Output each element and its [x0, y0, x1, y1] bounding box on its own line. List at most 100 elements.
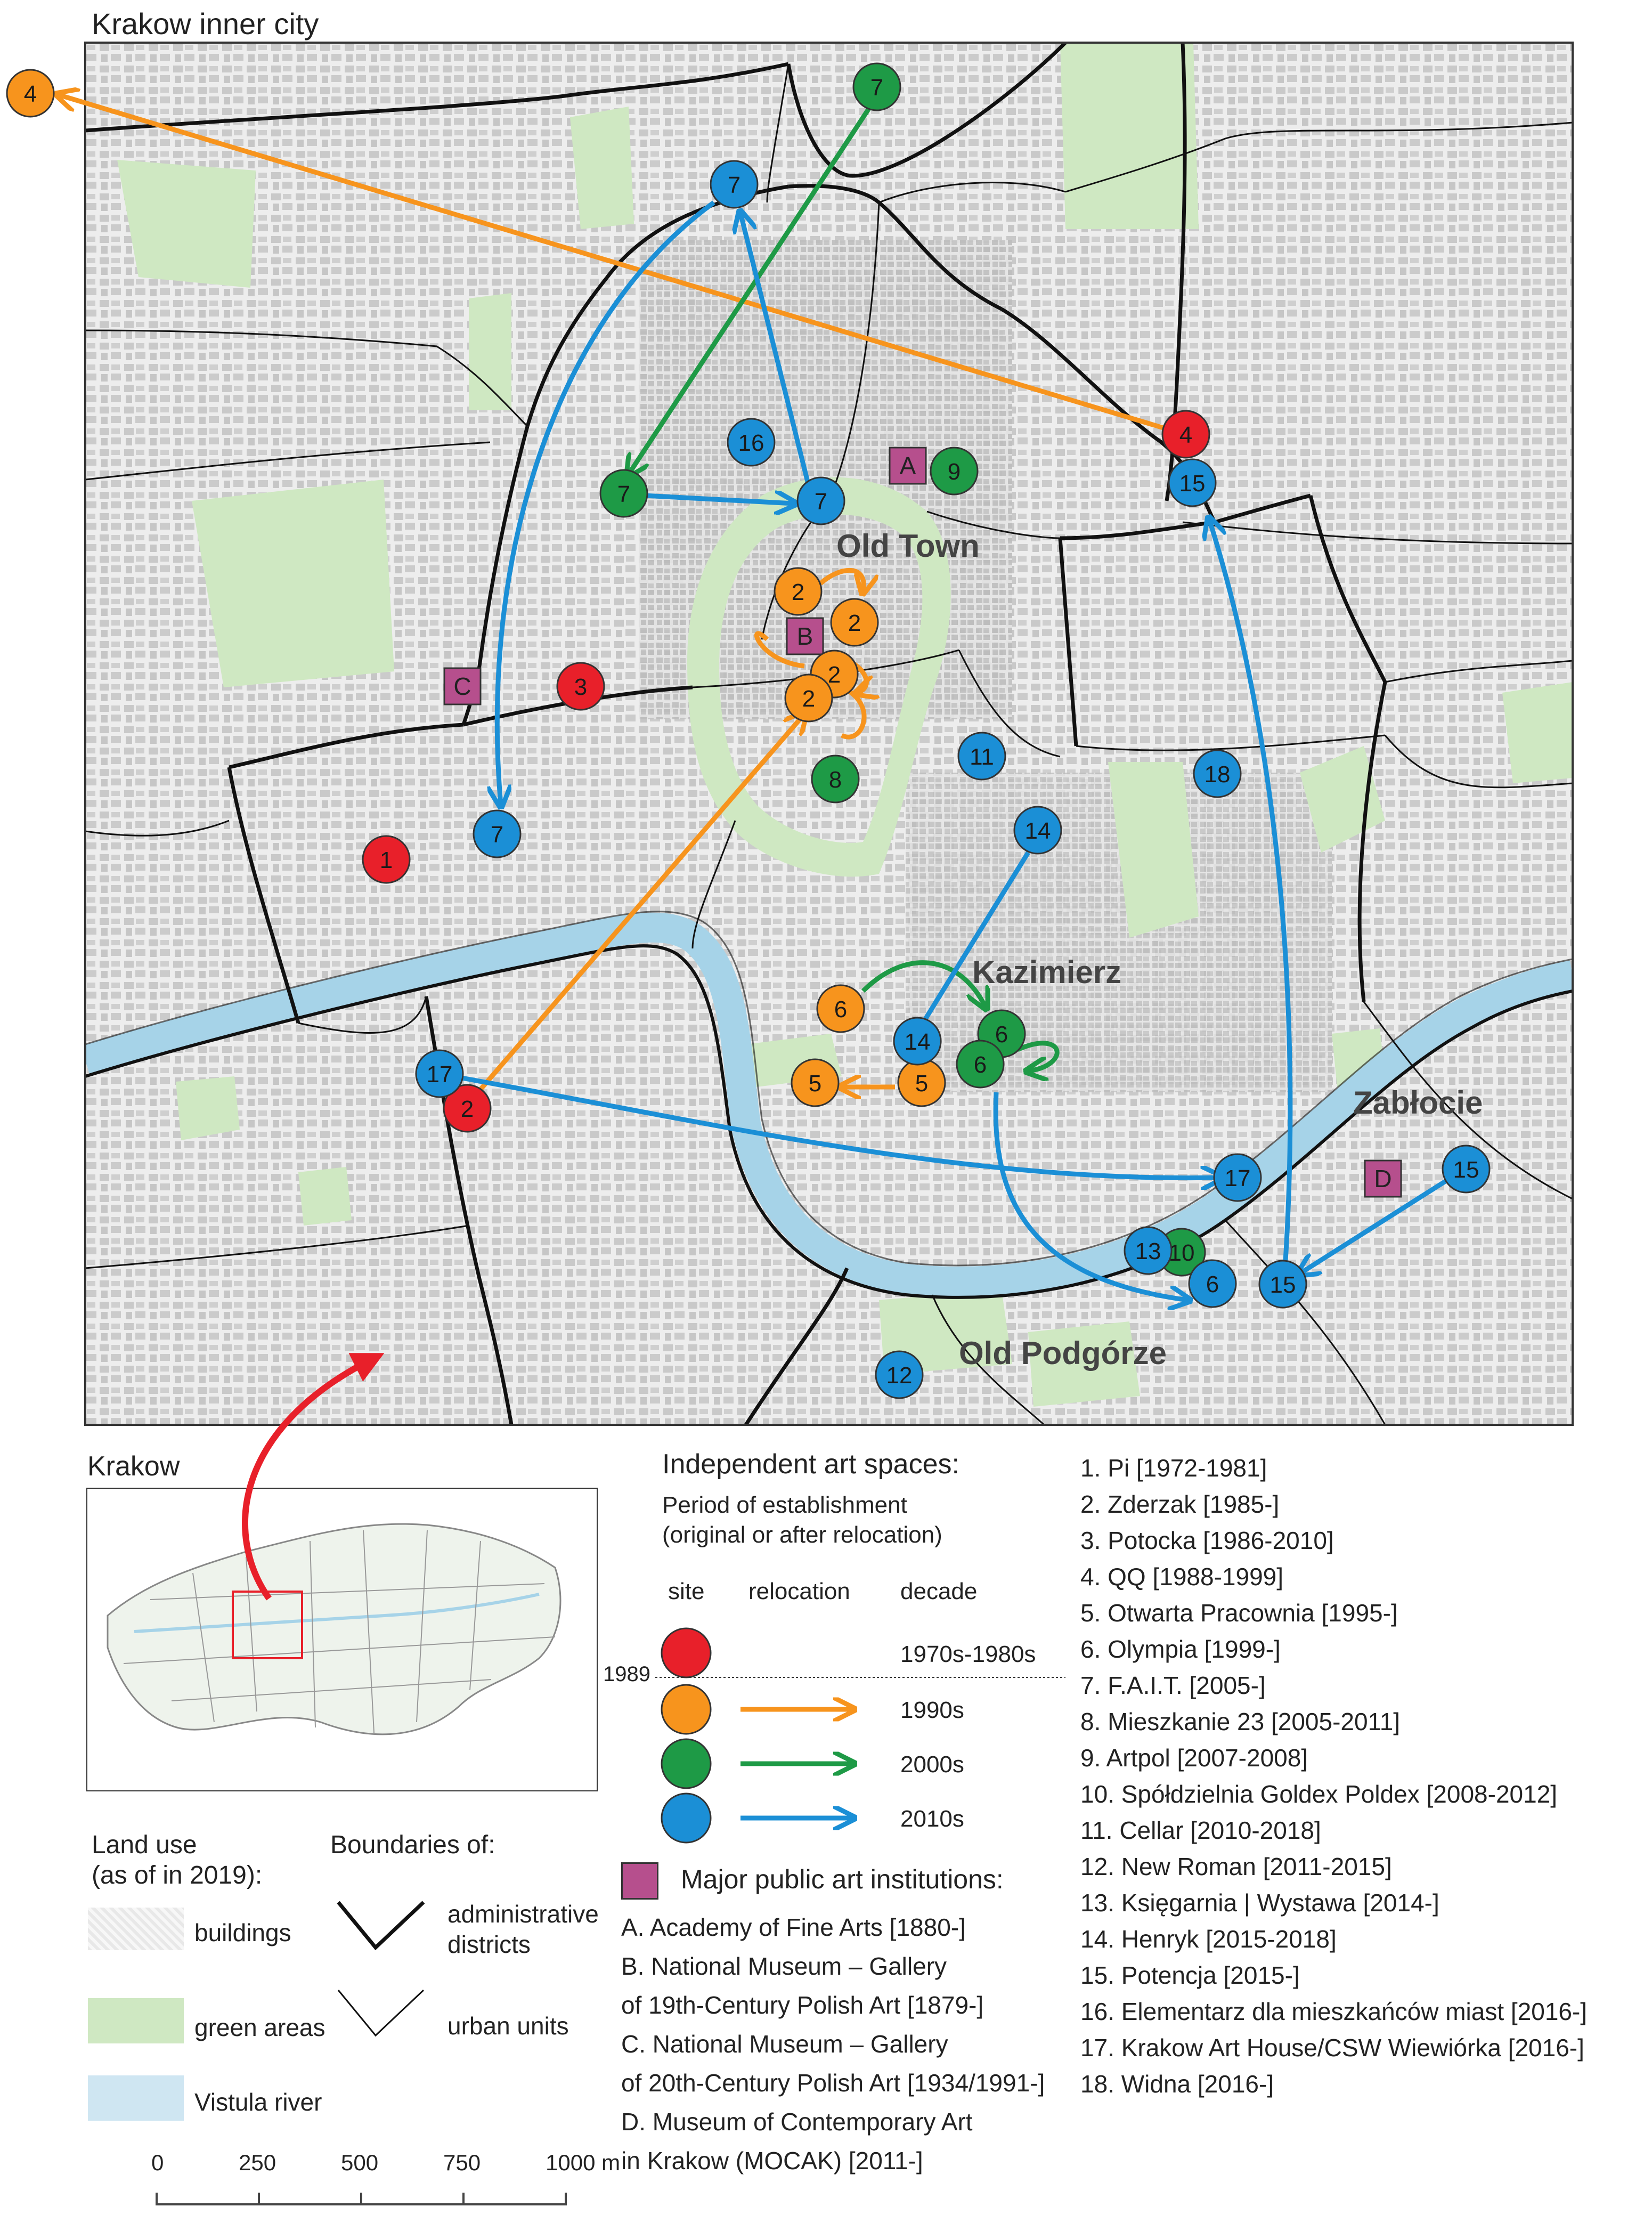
legend-decade-3: 2000s	[900, 1751, 964, 1778]
site-marker-label: 16	[738, 430, 764, 456]
scale-label: 250	[239, 2150, 276, 2175]
site-marker-9: 9	[930, 447, 979, 496]
site-marker-circle	[710, 160, 759, 209]
site-marker-circle	[811, 755, 860, 804]
site-marker-7: 7	[852, 62, 901, 111]
site-marker-2: 2	[774, 567, 823, 616]
space-list-item: 5. Otwarta Pracownia [1995-]	[1080, 1599, 1398, 1627]
admin-boundary-symbol	[337, 1901, 425, 1951]
institution-legend-symbol	[621, 1862, 658, 1900]
site-marker-label: 14	[905, 1029, 931, 1055]
site-marker-2: 2	[443, 1084, 492, 1133]
inset-arrow	[242, 1353, 385, 1601]
site-marker-label: 2	[828, 662, 841, 688]
site-marker-label: 5	[915, 1070, 928, 1097]
urban-unit-symbol	[337, 1989, 425, 2037]
site-marker-circle	[796, 476, 845, 525]
scale-label: 750	[443, 2150, 481, 2175]
site-marker-15: 15	[1442, 1145, 1491, 1194]
institutions-title: Major public art institutions:	[681, 1864, 1004, 1894]
site-marker-label: 6	[834, 996, 847, 1023]
institution-entry: of 19th-Century Polish Art [1879-]	[621, 1991, 984, 2019]
legend-site-1970s-1980s	[661, 1627, 712, 1678]
site-marker-3: 3	[556, 662, 605, 711]
land-use-title-2: (as of in 2019):	[92, 1861, 263, 1889]
site-marker-label: 6	[974, 1052, 987, 1078]
space-list-item: 12. New Roman [2011-2015]	[1080, 1853, 1392, 1880]
site-marker-label: 5	[809, 1070, 821, 1097]
space-list-item: 17. Krakow Art House/CSW Wiewiórka [2016…	[1080, 2034, 1584, 2062]
site-marker-label: 7	[617, 481, 630, 507]
legend-col-site: site	[668, 1578, 705, 1604]
site-marker-label: 12	[886, 1362, 913, 1389]
space-list-item: 9. Artpol [2007-2008]	[1080, 1744, 1308, 1772]
space-list-item: 14. Henryk [2015-2018]	[1080, 1925, 1337, 1953]
site-marker-6: 6	[816, 984, 865, 1033]
legend-col-relocation: relocation	[748, 1578, 850, 1604]
site-marker-2: 2	[830, 598, 879, 647]
map-title: Krakow inner city	[92, 7, 319, 40]
site-marker-4: 4	[1161, 410, 1210, 459]
site-marker-circle	[1124, 1226, 1173, 1275]
legend-decade-1: 1970s-1980s	[900, 1641, 1036, 1667]
scale-tick	[360, 2193, 362, 2205]
space-list-item: 13. Księgarnia | Wystawa [2014-]	[1080, 1889, 1439, 1917]
scale-tick	[565, 2193, 567, 2205]
site-marker-label: 15	[1179, 470, 1206, 497]
site-marker-circle	[930, 447, 979, 496]
institution-marker-a	[889, 447, 927, 485]
site-marker-label: 7	[728, 172, 740, 198]
space-list-item: 3. Potocka [1986-2010]	[1080, 1527, 1334, 1554]
site-marker-13: 13	[1124, 1226, 1173, 1275]
site-marker-7: 7	[473, 809, 522, 858]
scale-label: 1000 m	[546, 2150, 621, 2175]
institution-entry: of 20th-Century Polish Art [1934/1991-]	[621, 2069, 1045, 2097]
scale-label: 0	[151, 2150, 164, 2175]
institution-entry: B. National Museum – Gallery	[621, 1952, 947, 1980]
institution-marker-b	[786, 617, 824, 655]
site-marker-label: 7	[491, 822, 503, 848]
site-marker-circle	[362, 835, 411, 884]
site-marker-label: 2	[848, 610, 861, 636]
vistula-river	[85, 912, 1573, 1296]
site-marker-label: 4	[24, 81, 37, 107]
green-areas-swatch	[88, 1998, 184, 2043]
site-marker-6: 6	[956, 1040, 1005, 1089]
site-marker-16: 16	[727, 418, 776, 467]
site-marker-label: 11	[970, 744, 994, 770]
inset-map	[86, 1488, 598, 1791]
legend-site-1990s	[661, 1684, 712, 1735]
scale-tick	[462, 2193, 465, 2205]
land-use-buildings: buildings	[194, 1919, 291, 1946]
site-marker-circle	[875, 1350, 924, 1399]
legend-decade-2: 1990s	[900, 1697, 964, 1723]
legend-subtitle-1: Period of establishment	[662, 1492, 907, 1518]
site-marker-8: 8	[811, 755, 860, 804]
site-marker-circle	[415, 1049, 464, 1098]
space-list-item: 7. F.A.I.T. [2005-]	[1080, 1672, 1266, 1699]
site-marker-12: 12	[875, 1350, 924, 1399]
site-marker-circle	[1193, 749, 1242, 798]
institution-entry: C. National Museum – Gallery	[621, 2030, 948, 2058]
site-marker-11: 11	[957, 732, 1006, 781]
site-marker-circle	[599, 469, 648, 518]
buildings-swatch	[88, 1908, 184, 1950]
site-marker-17: 17	[415, 1049, 464, 1098]
site-marker-7: 7	[599, 469, 648, 518]
site-marker-label: 17	[1225, 1165, 1251, 1191]
institution-label-b: B	[797, 622, 813, 650]
site-marker-14: 14	[893, 1017, 942, 1066]
site-marker-label: 15	[1270, 1272, 1296, 1298]
river-swatch	[88, 2075, 184, 2121]
space-list-item: 15. Potencja [2015-]	[1080, 1961, 1300, 1989]
site-marker-circle	[1258, 1260, 1307, 1309]
site-marker-15: 15	[1168, 458, 1217, 507]
site-marker-circle	[956, 1040, 1005, 1089]
site-marker-14: 14	[1013, 806, 1062, 855]
institution-markers: A B C D	[443, 447, 1402, 1198]
label-old-town: Old Town	[836, 528, 980, 564]
site-marker-circle	[473, 809, 522, 858]
site-marker-label: 17	[427, 1061, 453, 1088]
legend-site-2010s	[661, 1792, 712, 1844]
